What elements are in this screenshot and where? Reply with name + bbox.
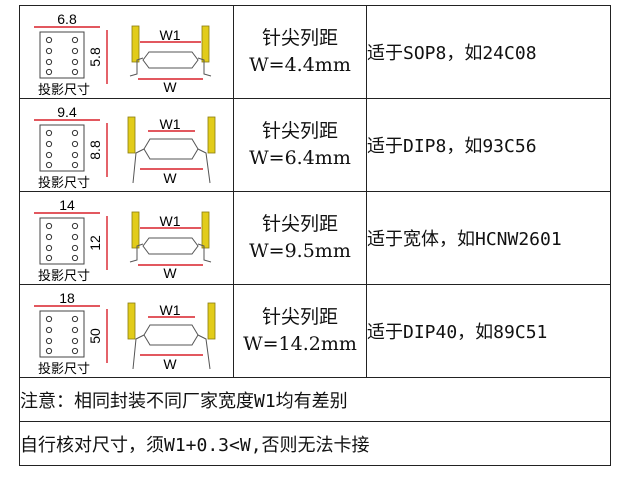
package-diagram: 6.8 5.8 投影尺寸 <box>34 11 212 97</box>
footprint-width-label: 6.8 <box>57 11 77 27</box>
probe-spec-table: 6.8 5.8 投影尺寸 <box>19 5 611 466</box>
w1-label: W1 <box>160 27 181 43</box>
chip-body-side <box>142 237 199 255</box>
chip-body-side <box>143 138 199 160</box>
footprint-diagram: 14 12 投影尺寸 <box>34 197 108 283</box>
footprint-height-label: 12 <box>87 235 103 251</box>
chip-leads <box>129 243 212 263</box>
footprint-width-label: 9.4 <box>57 104 77 120</box>
pitch-value: W=14.2mm <box>243 333 357 355</box>
note-warning: 注意：相同封装不同厂家宽度W1均有差别 <box>19 377 611 422</box>
footprint-pads <box>45 36 79 76</box>
pitch-cell: 针尖列距 W=6.4mm <box>233 98 367 192</box>
usage-cell: 适于DIP40，如89C51 <box>366 284 611 378</box>
footprint-height-label: 8.8 <box>87 140 103 160</box>
probe-side-view: W1 W <box>127 302 216 372</box>
footprint-caption: 投影尺寸 <box>38 268 90 283</box>
usage-cell: 适于宽体，如HCNW2601 <box>366 191 611 285</box>
w-label: W <box>163 265 177 281</box>
package-diagram: 18 50 投影尺寸 <box>34 290 216 376</box>
footprint-caption: 投影尺寸 <box>38 82 90 97</box>
probe-pin-left <box>127 302 136 340</box>
probe-side-view: W1 W <box>129 211 212 281</box>
pitch-cell: 针尖列距 W=9.5mm <box>233 191 367 285</box>
footprint-pads <box>45 129 79 169</box>
table-row: 自行核对尺寸，须W1+0.3<W,否则无法卡接 <box>19 421 611 466</box>
pitch-title: 针尖列距 <box>261 120 338 142</box>
chip-body-side <box>142 51 199 69</box>
package-figure-cell: 6.8 5.8 投影尺寸 <box>19 5 234 99</box>
footprint-caption: 投影尺寸 <box>38 361 90 376</box>
footprint-diagram: 18 50 投影尺寸 <box>34 290 108 376</box>
pitch-cell: 针尖列距 W=14.2mm <box>233 284 367 378</box>
probe-side-view: W1 W <box>129 25 212 95</box>
probe-pin-left <box>131 25 140 63</box>
pitch-title: 针尖列距 <box>261 213 338 235</box>
w1-label: W1 <box>160 302 181 318</box>
probe-pin-left <box>131 211 140 249</box>
probe-side-view: W1 W <box>127 116 216 186</box>
usage-cell: 适于DIP8，如93C56 <box>366 98 611 192</box>
footprint-width-label: 14 <box>59 197 75 213</box>
spec-sheet: 6.8 5.8 投影尺寸 <box>19 5 611 486</box>
table-row: 14 12 投影尺寸 <box>19 191 611 285</box>
footprint-caption: 投影尺寸 <box>38 175 90 190</box>
table-row: 18 50 投影尺寸 <box>19 284 611 378</box>
footprint-diagram: 9.4 8.8 投影尺寸 <box>34 104 108 190</box>
chip-body-side <box>143 324 199 346</box>
probe-pin-right <box>201 211 210 249</box>
pitch-value: W=6.4mm <box>249 147 351 169</box>
footprint-pads <box>45 315 79 355</box>
package-figure-cell: 18 50 投影尺寸 <box>19 284 234 378</box>
footprint-width-label: 18 <box>59 290 75 306</box>
w-label: W <box>163 356 177 372</box>
package-figure-cell: 14 12 投影尺寸 <box>19 191 234 285</box>
probe-pin-right <box>207 302 216 340</box>
pitch-cell: 针尖列距 W=4.4mm <box>233 5 367 99</box>
footprint-height-label: 5.8 <box>87 47 103 67</box>
probe-pin-left <box>127 116 136 154</box>
pitch-title: 针尖列距 <box>261 306 338 328</box>
footprint-pads <box>45 222 79 262</box>
usage-cell: 适于SOP8，如24C08 <box>366 5 611 99</box>
package-figure-cell: 9.4 8.8 投影尺寸 <box>19 98 234 192</box>
footprint-height-label: 50 <box>87 328 103 344</box>
pitch-value: W=9.5mm <box>249 240 351 262</box>
package-diagram: 9.4 8.8 投影尺寸 <box>34 104 216 190</box>
chip-leads <box>132 334 211 370</box>
table-row: 注意：相同封装不同厂家宽度W1均有差别 <box>19 377 611 422</box>
pitch-title: 针尖列距 <box>261 27 338 49</box>
probe-pin-right <box>207 116 216 154</box>
w1-label: W1 <box>160 116 181 132</box>
table-row: 6.8 5.8 投影尺寸 <box>19 5 611 99</box>
chip-leads <box>132 148 211 184</box>
probe-pin-right <box>201 25 210 63</box>
table-row: 9.4 8.8 投影尺寸 <box>19 98 611 192</box>
pitch-value: W=4.4mm <box>249 54 351 76</box>
w1-label: W1 <box>160 213 181 229</box>
package-diagram: 14 12 投影尺寸 <box>34 197 212 283</box>
chip-leads <box>129 57 212 77</box>
note-check-dimensions: 自行核对尺寸，须W1+0.3<W,否则无法卡接 <box>19 421 611 466</box>
w-label: W <box>163 79 177 95</box>
w-label: W <box>163 170 177 186</box>
footprint-diagram: 6.8 5.8 投影尺寸 <box>34 11 108 97</box>
